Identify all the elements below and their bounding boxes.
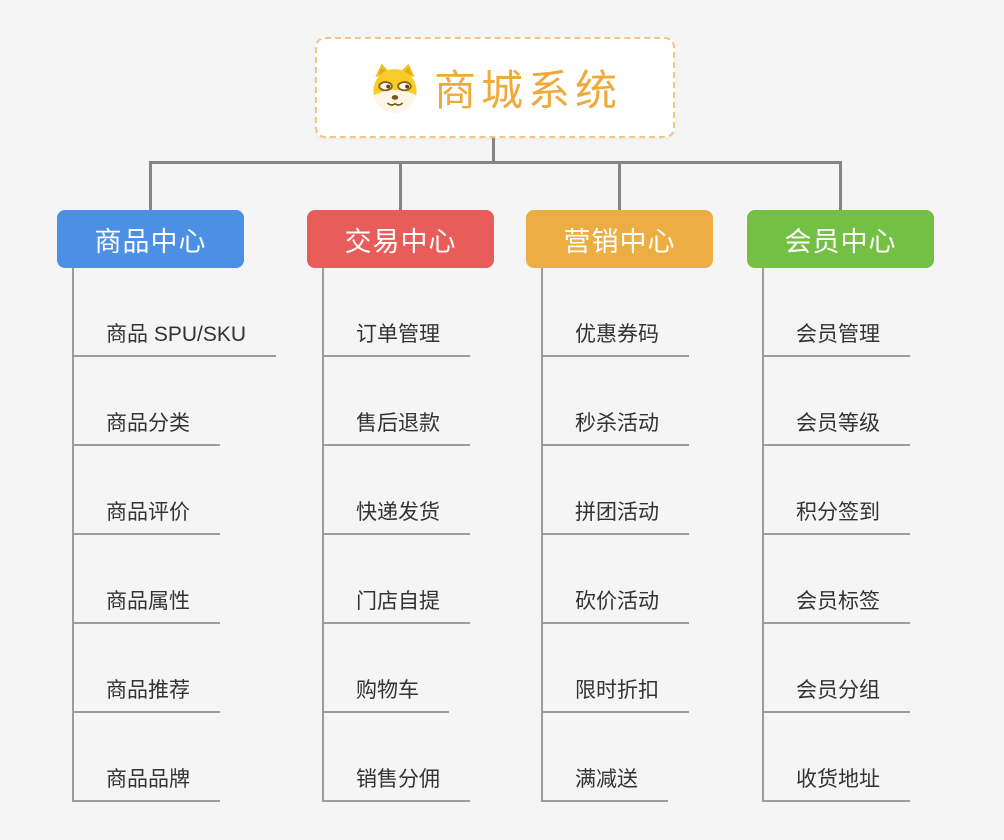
connector-root-stub xyxy=(492,138,495,164)
branch-trade-center[interactable]: 交易中心 xyxy=(307,210,494,268)
root-title: 商城系统 xyxy=(433,67,622,114)
child-node[interactable]: 限时折扣 xyxy=(541,679,689,713)
child-node[interactable]: 满减送 xyxy=(541,768,668,802)
branch-trunk xyxy=(322,268,324,802)
branch-member-center[interactable]: 会员中心 xyxy=(747,210,934,268)
child-node[interactable]: 商品评价 xyxy=(72,501,220,535)
child-node[interactable]: 会员分组 xyxy=(762,679,910,713)
child-node[interactable]: 销售分佣 xyxy=(322,768,470,802)
child-node[interactable]: 会员管理 xyxy=(762,323,910,357)
child-node[interactable]: 秒杀活动 xyxy=(541,412,689,446)
child-node[interactable]: 收货地址 xyxy=(762,768,910,802)
shiba-icon xyxy=(373,63,417,112)
child-node[interactable]: 优惠券码 xyxy=(541,323,689,357)
child-node[interactable]: 快递发货 xyxy=(322,501,470,535)
child-node[interactable]: 门店自提 xyxy=(322,590,470,624)
child-node[interactable]: 拼团活动 xyxy=(541,501,689,535)
child-node[interactable]: 商品推荐 xyxy=(72,679,220,713)
child-node[interactable]: 积分签到 xyxy=(762,501,910,535)
connector-branch-drop xyxy=(839,161,842,210)
branch-product-center[interactable]: 商品中心 xyxy=(57,210,244,268)
child-node[interactable]: 购物车 xyxy=(322,679,449,713)
branch-trunk xyxy=(762,268,764,802)
child-node[interactable]: 订单管理 xyxy=(322,323,470,357)
branch-trunk xyxy=(541,268,543,802)
child-node[interactable]: 砍价活动 xyxy=(541,590,689,624)
child-node[interactable]: 商品品牌 xyxy=(72,768,220,802)
connector-branch-drop xyxy=(618,161,621,210)
child-node[interactable]: 售后退款 xyxy=(322,412,470,446)
connector-branch-drop xyxy=(149,161,152,210)
child-node[interactable]: 会员标签 xyxy=(762,590,910,624)
connector-branch-drop xyxy=(399,161,402,210)
child-node[interactable]: 商品属性 xyxy=(72,590,220,624)
branch-trunk xyxy=(72,268,74,802)
branch-marketing-center[interactable]: 营销中心 xyxy=(526,210,713,268)
connector-horizontal xyxy=(149,161,841,164)
child-node[interactable]: 商品 SPU/SKU xyxy=(72,323,277,357)
child-node[interactable]: 会员等级 xyxy=(762,412,910,446)
root-node[interactable]: 商城系统 xyxy=(315,37,675,138)
child-node[interactable]: 商品分类 xyxy=(72,412,220,446)
